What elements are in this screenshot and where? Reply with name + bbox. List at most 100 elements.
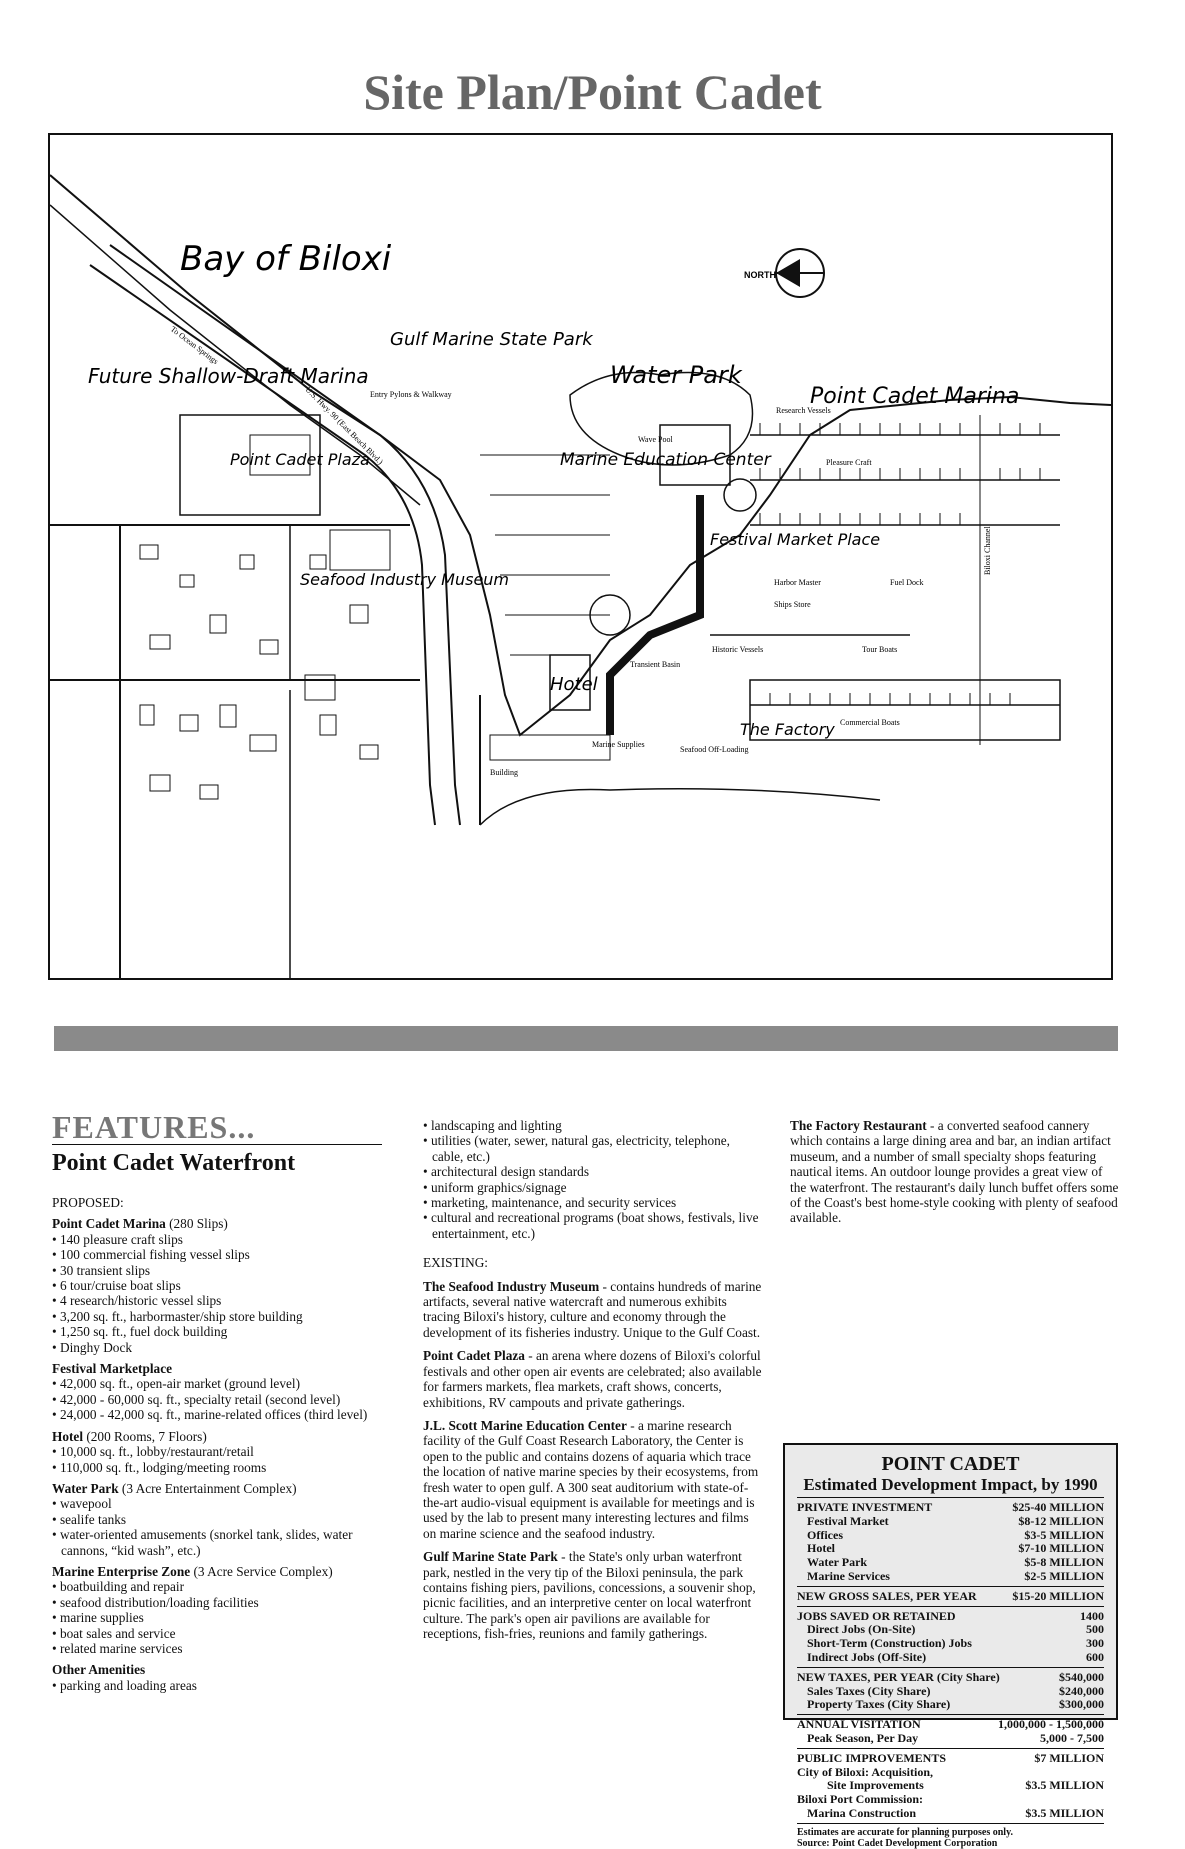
label-wave-pool: Wave Pool bbox=[638, 435, 673, 444]
label-tour-boats: Tour Boats bbox=[862, 645, 897, 654]
list-item: 24,000 - 42,000 sq. ft., marine-related … bbox=[52, 1407, 382, 1422]
page-title: Site Plan/Point Cadet bbox=[363, 64, 822, 120]
label-commercial-boats: Commercial Boats bbox=[840, 718, 900, 727]
label-future-marina: Future Shallow-Draft Marina bbox=[88, 364, 369, 388]
list-item: marketing, maintenance, and security ser… bbox=[423, 1195, 763, 1210]
amenities-column: landscaping and lighting utilities (wate… bbox=[423, 1118, 763, 1650]
row-label: Peak Season, Per Day bbox=[807, 1730, 919, 1745]
list-item: 140 pleasure craft slips bbox=[52, 1232, 382, 1247]
paragraph-text: - a converted seafood cannery which cont… bbox=[790, 1118, 1119, 1226]
label-north: NORTH bbox=[744, 270, 776, 280]
public-improvements: PUBLIC IMPROVEMENTS$7 MILLION City of Bi… bbox=[797, 1747, 1104, 1823]
row-label: PRIVATE INVESTMENT bbox=[797, 1500, 933, 1514]
marina-note: (280 Slips) bbox=[165, 1216, 228, 1232]
paragraph-text: - an arena where dozens of Biloxi's colo… bbox=[423, 1348, 762, 1410]
label-gulf-marine: Gulf Marine State Park bbox=[390, 329, 594, 350]
list-item: 42,000 - 60,000 sq. ft., specialty retai… bbox=[52, 1392, 382, 1407]
row-value: $8-12 MILLION bbox=[1018, 1513, 1104, 1528]
row-label: Marine Services bbox=[807, 1568, 890, 1583]
impact-subtitle: Estimated Development Impact, by 1990 bbox=[803, 1475, 1098, 1494]
list-item: 110,000 sq. ft., lodging/meeting rooms bbox=[52, 1460, 382, 1475]
list-item: 30 transient slips bbox=[52, 1263, 382, 1278]
list-item: cultural and recreational programs (boat… bbox=[423, 1210, 763, 1241]
label-point-cadet-marina: Point Cadet Marina bbox=[810, 384, 1019, 409]
row-label: Offices bbox=[807, 1527, 843, 1542]
row-value: 5,000 - 7,500 bbox=[1040, 1730, 1104, 1745]
taxes: NEW TAXES, PER YEAR (City Share)$540,000… bbox=[797, 1666, 1104, 1714]
row-value: $15-20 MILLION bbox=[1012, 1588, 1104, 1603]
list-item: 1,250 sq. ft., fuel dock building bbox=[52, 1324, 382, 1339]
map-drawing: Bay of Biloxi NORTH Future Shallow-Draft… bbox=[50, 174, 1111, 978]
enterprise-note: (3 Acre Service Complex) bbox=[190, 1563, 333, 1579]
hotel-section: Hotel (200 Rooms, 7 Floors) 10,000 sq. f… bbox=[52, 1429, 382, 1475]
list-item: water-oriented amusements (snorkel tank,… bbox=[52, 1527, 382, 1558]
label-ships-store: Ships Store bbox=[774, 600, 811, 609]
label-entry-pylons: Entry Pylons & Walkway bbox=[370, 390, 452, 399]
list-item: landscaping and lighting bbox=[423, 1118, 763, 1133]
other-title: Other Amenities bbox=[52, 1662, 146, 1678]
list-item: uniform graphics/signage bbox=[423, 1180, 763, 1195]
row-label: ANNUAL VISITATION bbox=[797, 1717, 921, 1732]
row-label: Short-Term (Construction) Jobs bbox=[807, 1636, 972, 1651]
impact-note: Estimates are accurate for planning purp… bbox=[797, 1822, 1104, 1849]
list-item: wavepool bbox=[52, 1496, 382, 1511]
existing-label: EXISTING: bbox=[423, 1255, 488, 1271]
waterpark-title: Water Park bbox=[52, 1480, 119, 1496]
hotel-note: (200 Rooms, 7 Floors) bbox=[83, 1428, 207, 1444]
row-label: Festival Market bbox=[807, 1513, 889, 1528]
list-item: Dinghy Dock bbox=[52, 1340, 382, 1355]
label-research-vessels: Research Vessels bbox=[776, 406, 831, 415]
list-item: marine supplies bbox=[52, 1610, 382, 1625]
row-label: Indirect Jobs (Off-Site) bbox=[807, 1649, 927, 1664]
waterpark-section: Water Park (3 Acre Entertainment Complex… bbox=[52, 1481, 382, 1558]
row-label: Site Improvements bbox=[827, 1778, 924, 1793]
row-label: Direct Jobs (On-Site) bbox=[807, 1622, 916, 1637]
row-value: 1400 bbox=[1080, 1608, 1104, 1623]
list-item: boatbuilding and repair bbox=[52, 1579, 382, 1594]
paragraph-title: The Factory Restaurant bbox=[790, 1118, 927, 1133]
list-item: 100 commercial fishing vessel slips bbox=[52, 1247, 382, 1262]
private-investment: PRIVATE INVESTMENT$25-40 MILLION Festiva… bbox=[797, 1497, 1104, 1586]
list-item: related marine services bbox=[52, 1641, 382, 1656]
paragraph-title: The Seafood Industry Museum bbox=[423, 1278, 600, 1294]
list-item: architectural design standards bbox=[423, 1164, 763, 1179]
note-line: Source: Point Cadet Development Corporat… bbox=[797, 1837, 998, 1849]
row-value: $540,000 bbox=[1059, 1669, 1104, 1684]
row-value: $3.5 MILLION bbox=[1025, 1805, 1104, 1820]
label-ocean-springs: To Ocean Springs bbox=[169, 324, 220, 366]
paragraph-museum: The Seafood Industry Museum - contains h… bbox=[423, 1279, 763, 1341]
festival-section: Festival Marketplace 42,000 sq. ft., ope… bbox=[52, 1361, 382, 1423]
row-label: City of Biloxi: Acquisition, bbox=[797, 1764, 934, 1779]
row-value: $2-5 MILLION bbox=[1024, 1568, 1104, 1583]
row-value: $5-8 MILLION bbox=[1024, 1555, 1104, 1570]
label-marine-supplies: Marine Supplies bbox=[592, 740, 645, 749]
list-item: parking and loading areas bbox=[52, 1678, 382, 1693]
row-label: NEW GROSS SALES, PER YEAR bbox=[797, 1588, 977, 1603]
hotel-title: Hotel bbox=[52, 1428, 84, 1444]
festival-title: Festival Marketplace bbox=[52, 1361, 173, 1377]
site-plan-map: Bay of Biloxi NORTH Future Shallow-Draft… bbox=[48, 133, 1113, 980]
label-biloxi-channel: Biloxi Channel bbox=[983, 526, 992, 575]
features-subheading: Point Cadet Waterfront bbox=[52, 1150, 296, 1176]
list-item: sealife tanks bbox=[52, 1512, 382, 1527]
paragraph-title: Point Cadet Plaza bbox=[423, 1348, 525, 1364]
label-bay: Bay of Biloxi bbox=[180, 239, 392, 279]
list-item: 3,200 sq. ft., harbormaster/ship store b… bbox=[52, 1309, 382, 1324]
marina-section: Point Cadet Marina (280 Slips) 140 pleas… bbox=[52, 1216, 382, 1355]
gross-sales: NEW GROSS SALES, PER YEAR $15-20 MILLION bbox=[797, 1585, 1104, 1606]
label-seafood-offloading: Seafood Off-Loading bbox=[680, 745, 749, 754]
paragraph-text: - the State's only urban waterfront park… bbox=[423, 1549, 756, 1642]
label-museum: Seafood Industry Museum bbox=[300, 570, 509, 589]
list-item: 10,000 sq. ft., lobby/restaurant/retail bbox=[52, 1444, 382, 1459]
list-item: 42,000 sq. ft., open-air market (ground … bbox=[52, 1376, 382, 1391]
label-water-park: Water Park bbox=[610, 361, 743, 389]
list-item: utilities (water, sewer, natural gas, el… bbox=[423, 1133, 763, 1164]
impact-box: POINT CADET Estimated Development Impact… bbox=[783, 1443, 1118, 1849]
label-transient-basin: Transient Basin bbox=[630, 660, 680, 669]
paragraph-text: - a marine research facility of the Gulf… bbox=[423, 1417, 759, 1541]
note-line: Estimates are accurate for planning purp… bbox=[797, 1826, 1014, 1838]
label-fuel-dock: Fuel Dock bbox=[890, 578, 924, 587]
impact-title: POINT CADET bbox=[881, 1453, 1020, 1475]
factory-column: The Factory Restaurant - a converted sea… bbox=[790, 1118, 1120, 1234]
divider-band bbox=[54, 1026, 1118, 1051]
